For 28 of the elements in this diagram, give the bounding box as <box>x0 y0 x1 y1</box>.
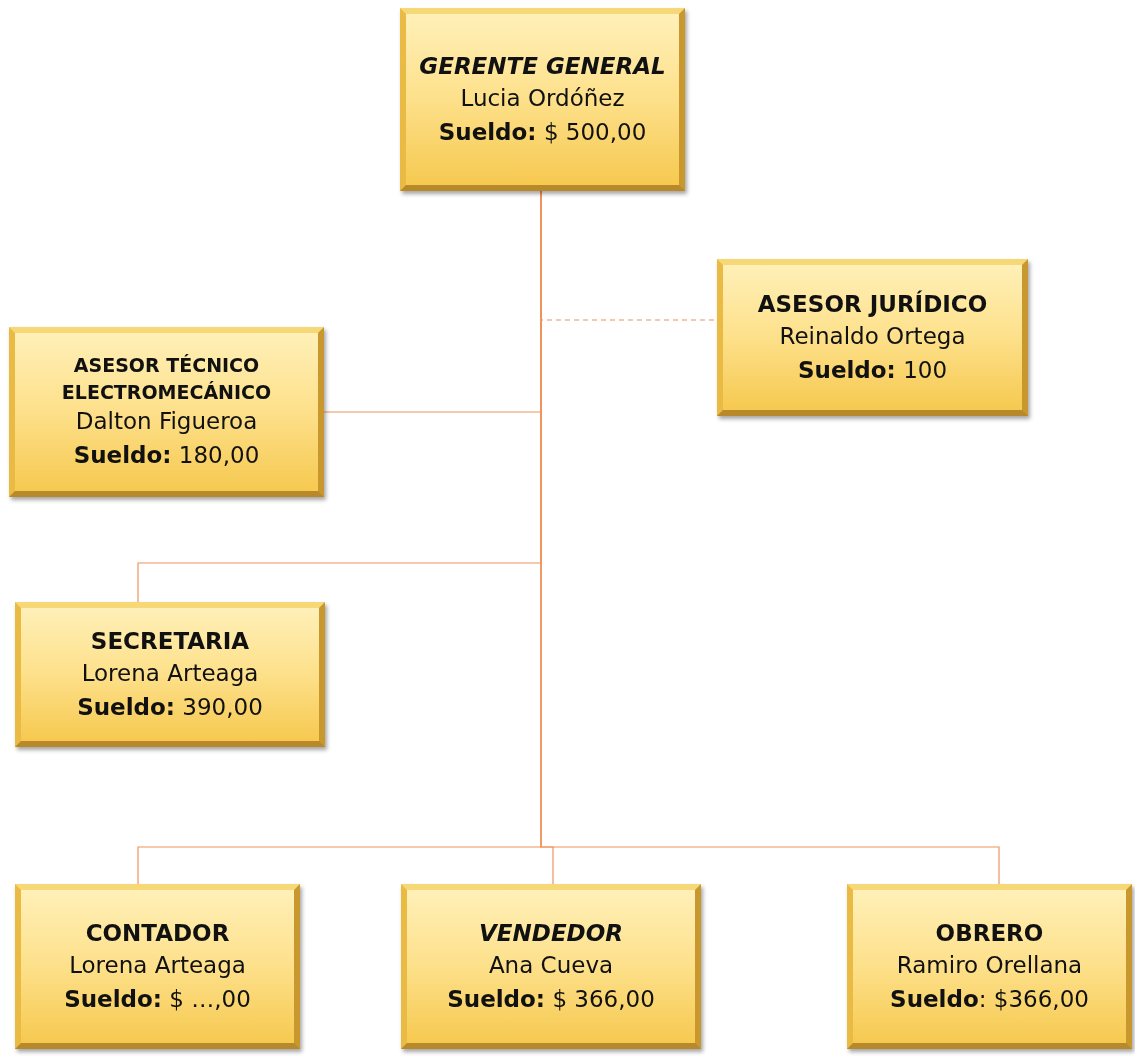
position-title: SECRETARIA <box>90 627 250 657</box>
position-box <box>847 884 1132 1049</box>
position-title: ASESOR TÉCNICO ELECTROMECÁNICO <box>60 353 273 405</box>
position-title: VENDEDOR <box>479 919 623 949</box>
salary-text: Sueldo: $ 500,00 <box>438 117 647 147</box>
position-box <box>15 884 300 1049</box>
position-box <box>9 327 324 497</box>
salary-text: Sueldo: $ 366,00 <box>447 984 655 1014</box>
person-name: Ana Cueva <box>488 951 614 981</box>
position-title: GERENTE GENERAL <box>419 52 666 82</box>
person-name: Reinaldo Ortega <box>779 322 966 352</box>
position-title: CONTADOR <box>85 919 230 949</box>
position-title: ASESOR JURÍDICO <box>757 289 988 320</box>
position-box <box>717 259 1028 416</box>
position-box <box>400 8 685 191</box>
person-name: Lorena Arteaga <box>69 951 246 981</box>
position-title: OBRERO <box>935 919 1044 949</box>
person-name: Lucia Ordóñez <box>460 84 625 114</box>
person-name: Ramiro Orellana <box>896 951 1083 981</box>
salary-text: Sueldo: 390,00 <box>77 692 263 722</box>
position-box <box>15 602 325 747</box>
salary-text: Sueldo: $366,00 <box>890 984 1089 1014</box>
salary-text: Sueldo: $ …,00 <box>64 984 251 1014</box>
salary-text: Sueldo: 180,00 <box>73 440 260 470</box>
person-name: Lorena Arteaga <box>81 659 259 689</box>
person-name: Dalton Figueroa <box>75 407 258 437</box>
position-box <box>401 884 701 1049</box>
salary-text: Sueldo: 100 <box>797 355 948 385</box>
